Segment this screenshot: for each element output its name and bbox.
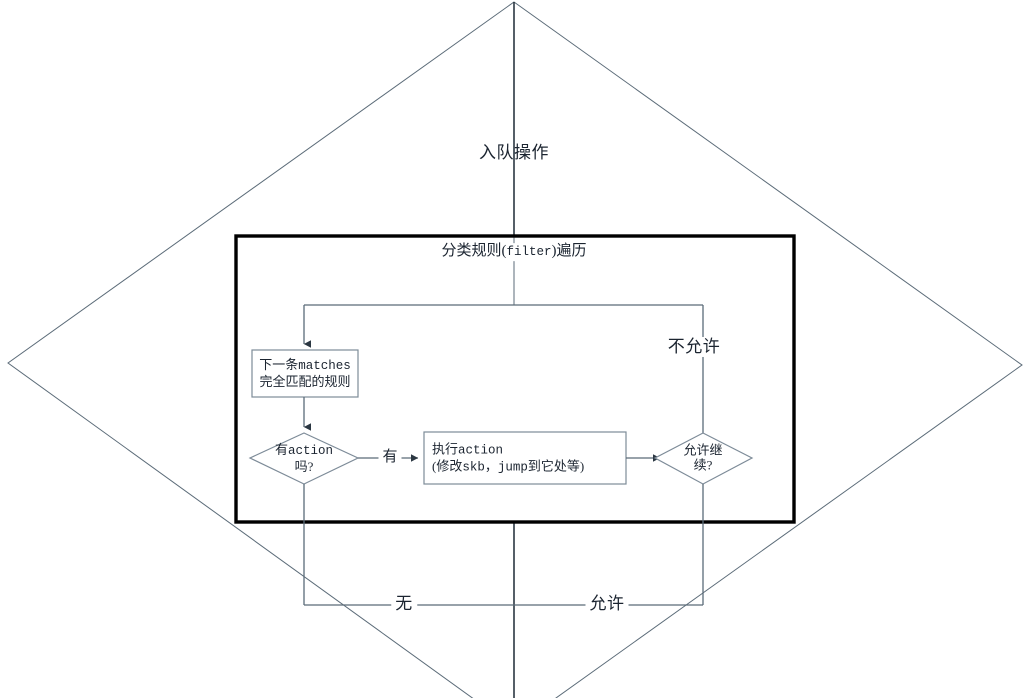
group-label-prefix: 分类规则( <box>441 243 507 260</box>
filter-traversal-group-label: 分类规则(filter)遍历 <box>437 243 591 261</box>
group-label-mono: filter <box>506 245 552 260</box>
execute-action-line2-c: 到它处等) <box>527 458 585 473</box>
group-label-suffix: )遍历 <box>551 243 587 260</box>
execute-action-line2-mono-a: skb <box>462 460 485 474</box>
execute-action-line1-cjk: 执行 <box>432 441 459 457</box>
next-rule-line1-cjk: 下一条 <box>259 356 299 372</box>
allow-continue-label: 允许继续? <box>683 443 722 474</box>
execute-action-line2-a: (修改 <box>432 458 463 473</box>
allow-continue-line2: 续? <box>693 458 713 473</box>
execute-action-line1-mono: action <box>458 443 504 458</box>
outer-decision-diamond <box>7 1 1023 698</box>
edge-label-none: 无 <box>391 593 417 615</box>
edge-label-allowed: 允许 <box>585 593 629 615</box>
has-action-line1-cjk: 有 <box>274 441 288 457</box>
edge-label-not-allowed: 不允许 <box>663 336 725 358</box>
edge-label-has: 有 <box>378 449 402 467</box>
filter-traversal-group-box <box>234 234 796 524</box>
execute-action-label: 执行action(修改skb，jump到它处等) <box>432 441 584 475</box>
has-action-line2: 吗? <box>294 458 314 474</box>
enqueue-operation-label: 入队操作 <box>479 142 549 162</box>
execute-action-line2-b: ， <box>484 458 498 473</box>
next-rule-line2: 完全匹配的规则 <box>259 373 351 389</box>
next-rule-line1-mono: matches <box>298 358 351 373</box>
next-matching-rule-box <box>251 349 359 398</box>
has-action-line1-mono: action <box>288 443 334 458</box>
execute-action-line2-mono-b: jump <box>497 460 528 474</box>
allow-continue-line1: 允许继 <box>683 442 723 458</box>
